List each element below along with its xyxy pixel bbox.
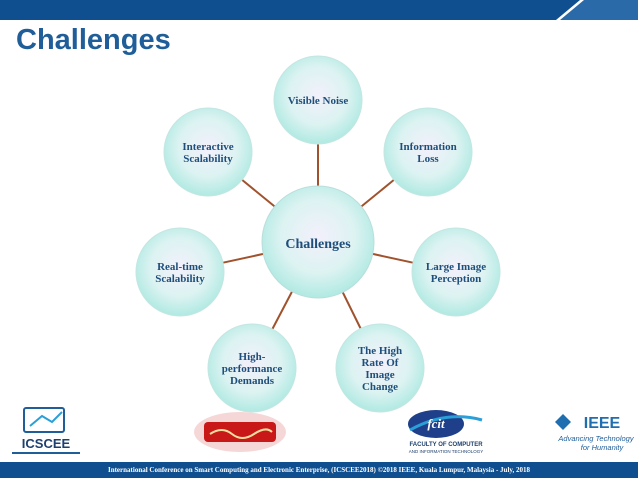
ieee-diamond-icon [555, 414, 571, 430]
ieee-logo-text: IEEE [584, 415, 621, 432]
ieee-tagline-1: Advancing Technology [557, 434, 634, 443]
diagram-node-label: Visible Noise [288, 95, 349, 107]
slide-title: Challenges [16, 24, 171, 56]
diagram-node-label: The High [358, 345, 402, 357]
diagram-node-circle [135, 227, 225, 317]
connector-line [341, 291, 362, 329]
icscee-logo-text: ICSCEE [22, 436, 71, 451]
diagram-connectors [222, 144, 414, 330]
diagram-node-circle [273, 55, 363, 145]
diagram-node-label: Rate Of [362, 357, 399, 369]
diagram-node-label: Information [399, 141, 456, 153]
diagram-node-label: Perception [431, 273, 482, 285]
diagram-node-label: Large Image [426, 261, 486, 273]
arabic-university-logo [194, 412, 286, 452]
ieee-tagline-2: for Humanity [581, 443, 625, 452]
footer-bar: International Conference on Smart Comput… [0, 462, 638, 478]
diagram-node-label: Image [365, 369, 394, 381]
fcit-logo-line1: FACULTY OF COMPUTER [409, 442, 483, 448]
icscee-logo: ICSCEE [12, 407, 80, 454]
connector-line [222, 252, 264, 264]
connector-line [271, 291, 293, 330]
top-banner-notch [556, 0, 638, 20]
diagram-node-circle [383, 107, 473, 197]
diagram-node-label: Change [362, 381, 398, 393]
diagram-node-label: Scalability [183, 153, 233, 165]
top-banner [0, 0, 638, 20]
diagram-node-label: Loss [417, 153, 439, 165]
center-node: Challenges [261, 185, 375, 299]
diagram-node: Visible Noise [273, 55, 363, 145]
center-node-label: Challenges [285, 237, 351, 252]
connector-line [241, 179, 276, 208]
diagram-node-label: High- [239, 351, 266, 363]
connector-line [372, 252, 414, 264]
diagram-node-label: Real-time [157, 261, 203, 273]
connector-line [360, 179, 395, 208]
diagram-node-circle [163, 107, 253, 197]
diagram-node-label: Interactive [182, 141, 233, 153]
fcit-logo: fcit FACULTY OF COMPUTER AND INFORMATION… [408, 410, 484, 454]
footer-logos: ICSCEE fcit FACULTY OF COMPUTER AND INFO… [0, 402, 638, 462]
diagram-node-label: performance [222, 363, 283, 375]
ieee-logo: IEEE Advancing Technology for Humanity [555, 414, 634, 452]
fcit-logo-mark: fcit [427, 416, 445, 431]
diagram-node-circle [411, 227, 501, 317]
center-node-circle [261, 185, 375, 299]
diagram-node-label: Demands [230, 375, 275, 387]
diagram-node-label: Scalability [155, 273, 205, 285]
diagram-node-circle [207, 323, 297, 413]
fcit-logo-line2: AND INFORMATION TECHNOLOGY [409, 449, 484, 454]
diagram-node-circle [335, 323, 425, 413]
